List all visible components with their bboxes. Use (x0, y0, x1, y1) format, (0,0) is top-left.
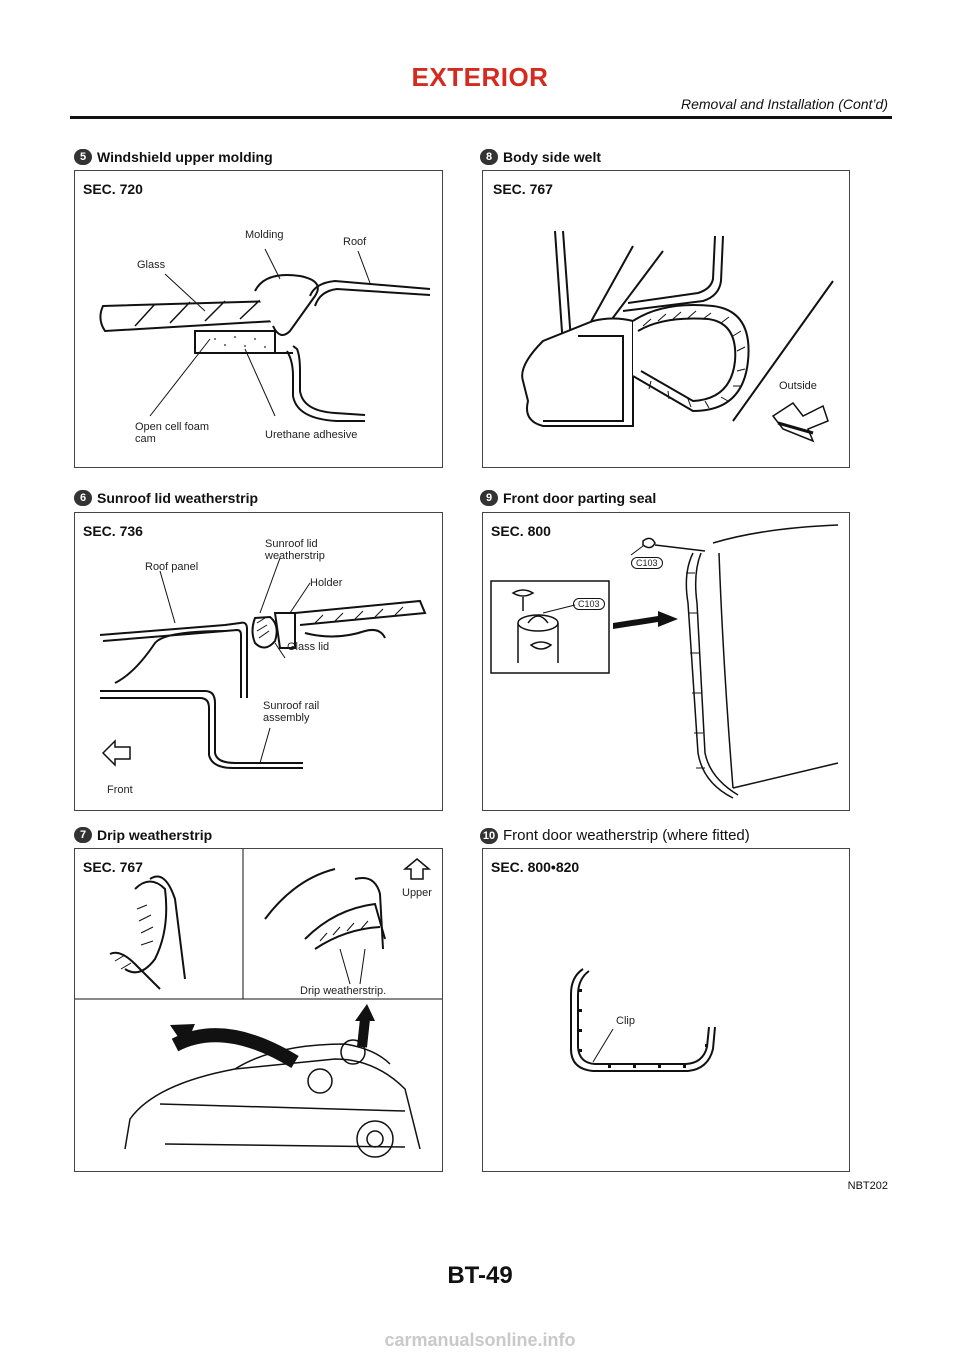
figure-panel-door-weatherstrip: SEC. 800•820 Clip (482, 848, 850, 1172)
figure-number-badge: 8 (480, 149, 498, 165)
figure-number-badge: 9 (480, 490, 498, 506)
label-outside: Outside (779, 380, 817, 392)
label-molding: Molding (245, 229, 284, 241)
figure-caption-text: Body side welt (503, 149, 602, 165)
figure-panel-sunroof-weatherstrip: SEC. 736 Roof panel Sunroof lid weathers… (74, 512, 443, 811)
body-side-welt-diagram (521, 230, 834, 443)
label-glass-lid: Glass lid (287, 641, 330, 653)
figure-number-badge: 6 (74, 490, 92, 506)
section-code: SEC. 720 (83, 181, 143, 197)
figure-caption-text: Front door parting seal (503, 490, 657, 506)
windshield-molding-diagram (99, 248, 431, 422)
drip-weatherstrip-diagram (75, 849, 442, 1158)
label-roof: Roof (343, 236, 367, 248)
section-code: SEC. 736 (83, 523, 143, 539)
label-urethane-adhesive: Urethane adhesive (265, 429, 358, 441)
label-open-cell-foam: Open cell foam cam (135, 421, 209, 445)
section-code: SEC. 767 (493, 181, 553, 197)
label-roof-panel: Roof panel (145, 561, 199, 573)
figure-caption-text: Front door weatherstrip (where fitted) (503, 827, 750, 844)
section-code: SEC. 767 (83, 859, 143, 875)
label-holder: Holder (310, 577, 343, 589)
label-clip: Clip (616, 1015, 635, 1027)
figure-caption-9: 9 Front door parting seal (480, 490, 656, 506)
page-title: EXTERIOR (411, 62, 549, 92)
figure-caption-6: 6 Sunroof lid weatherstrip (74, 490, 258, 506)
figure-caption-text: Windshield upper molding (97, 149, 273, 165)
label-upper: Upper (402, 887, 432, 899)
figure-panel-drip-weatherstrip: SEC. 767 (74, 848, 443, 1172)
figure-number-badge: 5 (74, 149, 92, 165)
figure-caption-text: Drip weatherstrip (97, 827, 213, 843)
sunroof-weatherstrip-diagram (99, 557, 427, 769)
door-weatherstrip-diagram (570, 968, 716, 1072)
door-parting-seal-diagram (490, 524, 839, 799)
header-rule (70, 116, 892, 119)
figure-caption-7: 7 Drip weatherstrip (74, 827, 212, 843)
figure-panel-windshield-molding: SEC. 720 Molding Roo (74, 170, 443, 468)
section-code: SEC. 800•820 (491, 859, 580, 875)
label-drip-weatherstrip: Drip weatherstrip. (300, 985, 387, 997)
figure-panel-body-side-welt: SEC. 767 Outside (482, 170, 850, 468)
label-front: Front (107, 784, 133, 796)
section-code: SEC. 800 (491, 523, 551, 539)
figure-panel-door-parting-seal: SEC. 800 C103 C103 (482, 512, 850, 811)
figure-caption-text: Sunroof lid weatherstrip (97, 490, 259, 506)
page-number: BT-49 (447, 1262, 513, 1289)
page-subtitle: Removal and Installation (Cont’d) (681, 96, 888, 112)
clip-code-badge-inset: C103 (573, 598, 605, 610)
clip-code-badge: C103 (631, 557, 663, 569)
figure-caption-5: 5 Windshield upper molding (74, 149, 273, 165)
figure-number-badge: 7 (74, 827, 92, 843)
watermark: carmanualsonline.info (384, 1330, 576, 1350)
label-sunroof-lid-weatherstrip: Sunroof lid weatherstrip (265, 538, 325, 562)
label-sunroof-rail-assembly: Sunroof rail assembly (263, 700, 320, 724)
figure-reference-code: NBT202 (847, 1180, 888, 1192)
label-glass: Glass (137, 259, 166, 271)
figure-caption-8: 8 Body side welt (480, 149, 601, 165)
figure-number-badge: 10 (480, 827, 498, 844)
figure-caption-10: 10 Front door weatherstrip (where fitted… (480, 827, 750, 844)
